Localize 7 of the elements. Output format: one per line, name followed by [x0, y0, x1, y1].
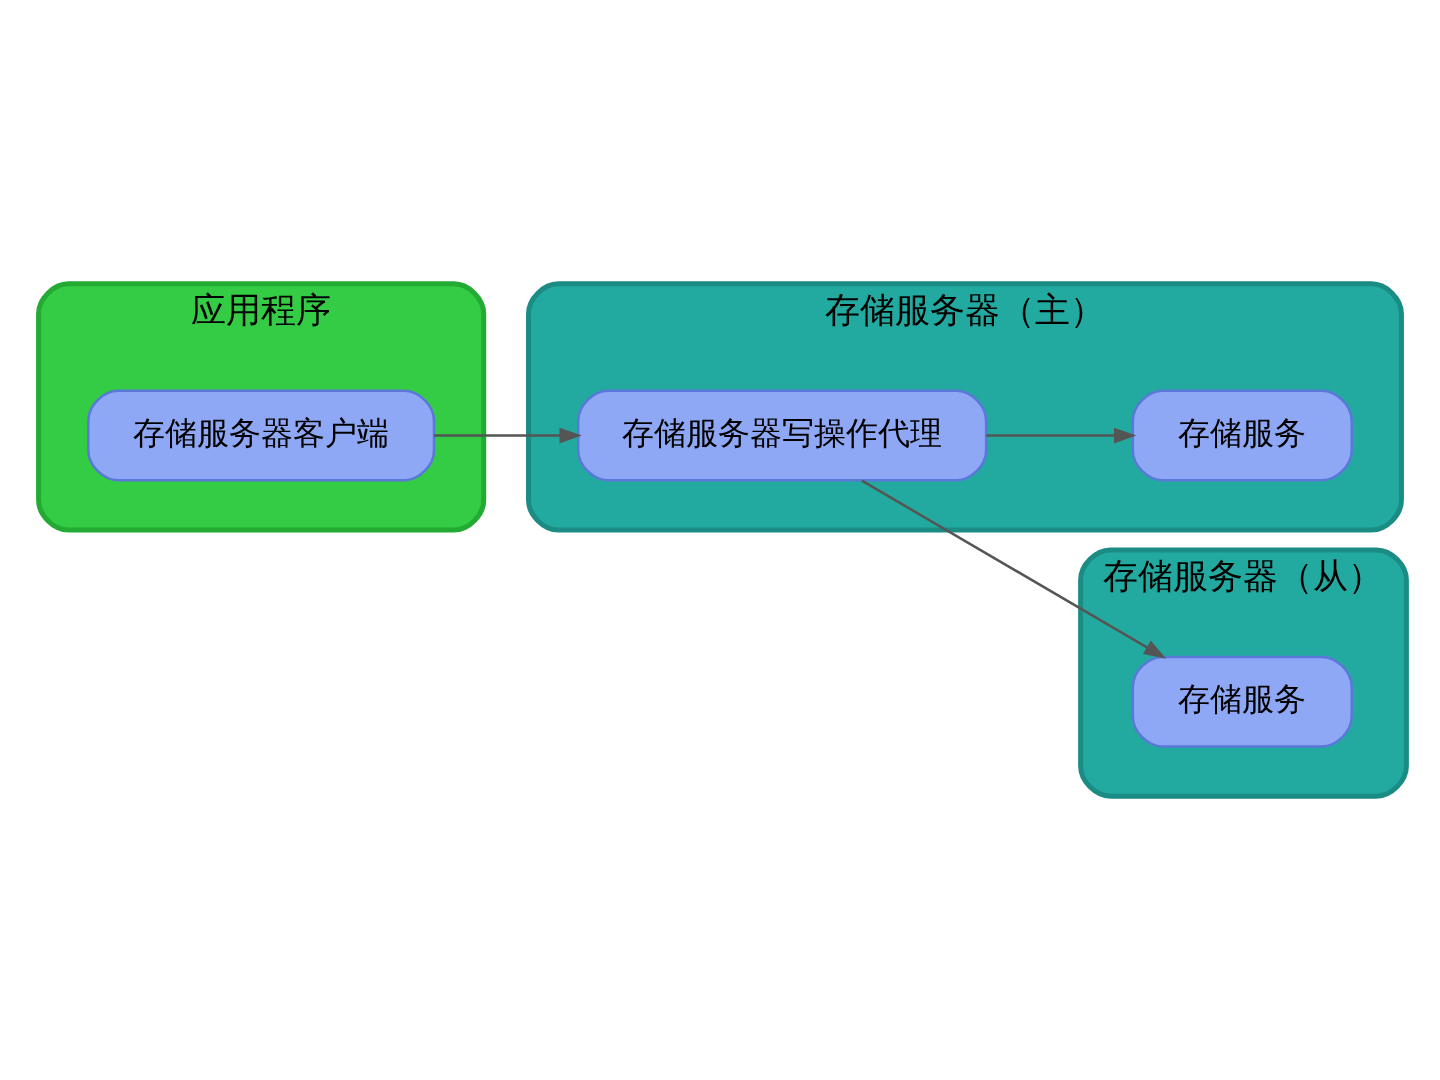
- node-box: 存储服务: [1131, 655, 1353, 748]
- arrow: [434, 427, 582, 444]
- node-box: 存储服务器写操作代理: [577, 389, 988, 482]
- node-box: 存储服务: [1131, 389, 1353, 482]
- arrow: [861, 479, 1167, 659]
- arrow: [986, 427, 1137, 444]
- node-box: 存储服务器客户端: [87, 389, 436, 482]
